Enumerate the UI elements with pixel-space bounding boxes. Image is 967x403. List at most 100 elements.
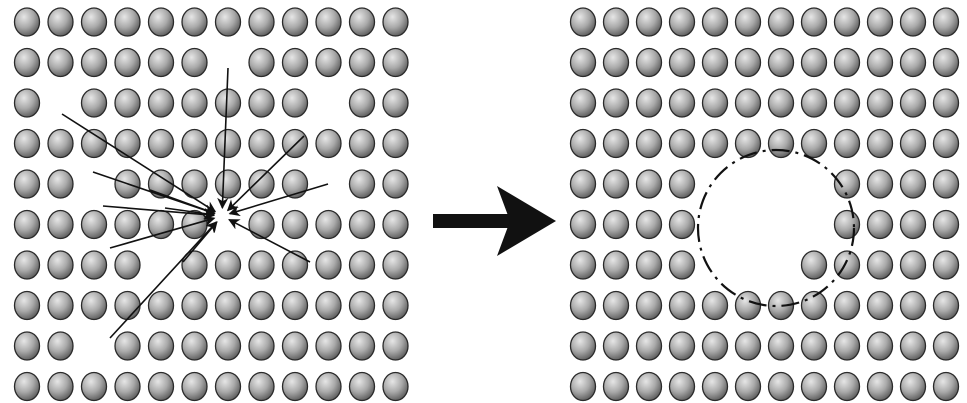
atom <box>637 170 662 198</box>
atom <box>48 332 73 360</box>
atom <box>901 251 926 279</box>
atom <box>901 292 926 320</box>
atom <box>835 332 860 360</box>
atom <box>350 170 375 198</box>
atom <box>383 211 408 239</box>
atom <box>736 89 761 117</box>
before-lattice <box>15 8 409 401</box>
atom <box>115 211 140 239</box>
atom <box>901 49 926 77</box>
atom <box>769 8 794 36</box>
atom <box>769 89 794 117</box>
atom <box>703 49 728 77</box>
atom <box>802 89 827 117</box>
atom <box>350 332 375 360</box>
atom <box>115 292 140 320</box>
atom <box>802 130 827 158</box>
atom <box>149 130 174 158</box>
atom <box>249 130 274 158</box>
atom <box>802 8 827 36</box>
atom <box>182 332 207 360</box>
atom <box>15 292 40 320</box>
atom <box>249 170 274 198</box>
atom <box>15 332 40 360</box>
atom <box>249 49 274 77</box>
atom <box>48 8 73 36</box>
atom <box>670 332 695 360</box>
atom <box>901 211 926 239</box>
atom <box>604 89 629 117</box>
atom <box>802 49 827 77</box>
atom <box>283 373 308 401</box>
atom <box>15 49 40 77</box>
atom <box>670 49 695 77</box>
atom <box>48 211 73 239</box>
atom <box>934 251 959 279</box>
atom <box>736 292 761 320</box>
atom <box>604 292 629 320</box>
atom <box>604 373 629 401</box>
atom <box>571 332 596 360</box>
atom <box>670 211 695 239</box>
atom <box>149 211 174 239</box>
atom <box>182 89 207 117</box>
atom <box>934 49 959 77</box>
atom <box>637 251 662 279</box>
atom <box>571 292 596 320</box>
atom <box>868 332 893 360</box>
atom <box>901 332 926 360</box>
diffusion-arrow-icon <box>62 114 215 212</box>
atom <box>835 89 860 117</box>
atom <box>383 170 408 198</box>
atom <box>604 251 629 279</box>
atom <box>82 8 107 36</box>
atom <box>350 89 375 117</box>
atom <box>637 292 662 320</box>
atom <box>736 49 761 77</box>
atom <box>249 292 274 320</box>
atom <box>604 130 629 158</box>
atom <box>934 292 959 320</box>
atom <box>901 130 926 158</box>
atom <box>316 49 341 77</box>
atom <box>383 373 408 401</box>
atom <box>350 49 375 77</box>
atom <box>316 211 341 239</box>
atom <box>835 373 860 401</box>
atom <box>283 211 308 239</box>
atom <box>934 211 959 239</box>
atom <box>868 130 893 158</box>
atom <box>283 89 308 117</box>
atom <box>868 89 893 117</box>
atom <box>48 292 73 320</box>
atom <box>283 292 308 320</box>
atom <box>383 292 408 320</box>
atom <box>769 373 794 401</box>
atom <box>283 251 308 279</box>
atom <box>82 89 107 117</box>
atom <box>350 373 375 401</box>
atom <box>149 89 174 117</box>
atom <box>182 130 207 158</box>
atom <box>901 170 926 198</box>
atom <box>637 130 662 158</box>
diffusion-arrow-icon <box>110 222 217 338</box>
atom <box>571 130 596 158</box>
atom <box>868 373 893 401</box>
atom <box>15 170 40 198</box>
atom <box>316 332 341 360</box>
atom <box>115 8 140 36</box>
atom <box>571 8 596 36</box>
atom <box>934 89 959 117</box>
atom <box>670 251 695 279</box>
atom <box>115 49 140 77</box>
atom <box>316 130 341 158</box>
atom <box>571 170 596 198</box>
atom <box>934 130 959 158</box>
atom <box>802 251 827 279</box>
atom <box>15 8 40 36</box>
atom <box>703 130 728 158</box>
atom <box>383 89 408 117</box>
atom <box>15 89 40 117</box>
atom <box>901 373 926 401</box>
